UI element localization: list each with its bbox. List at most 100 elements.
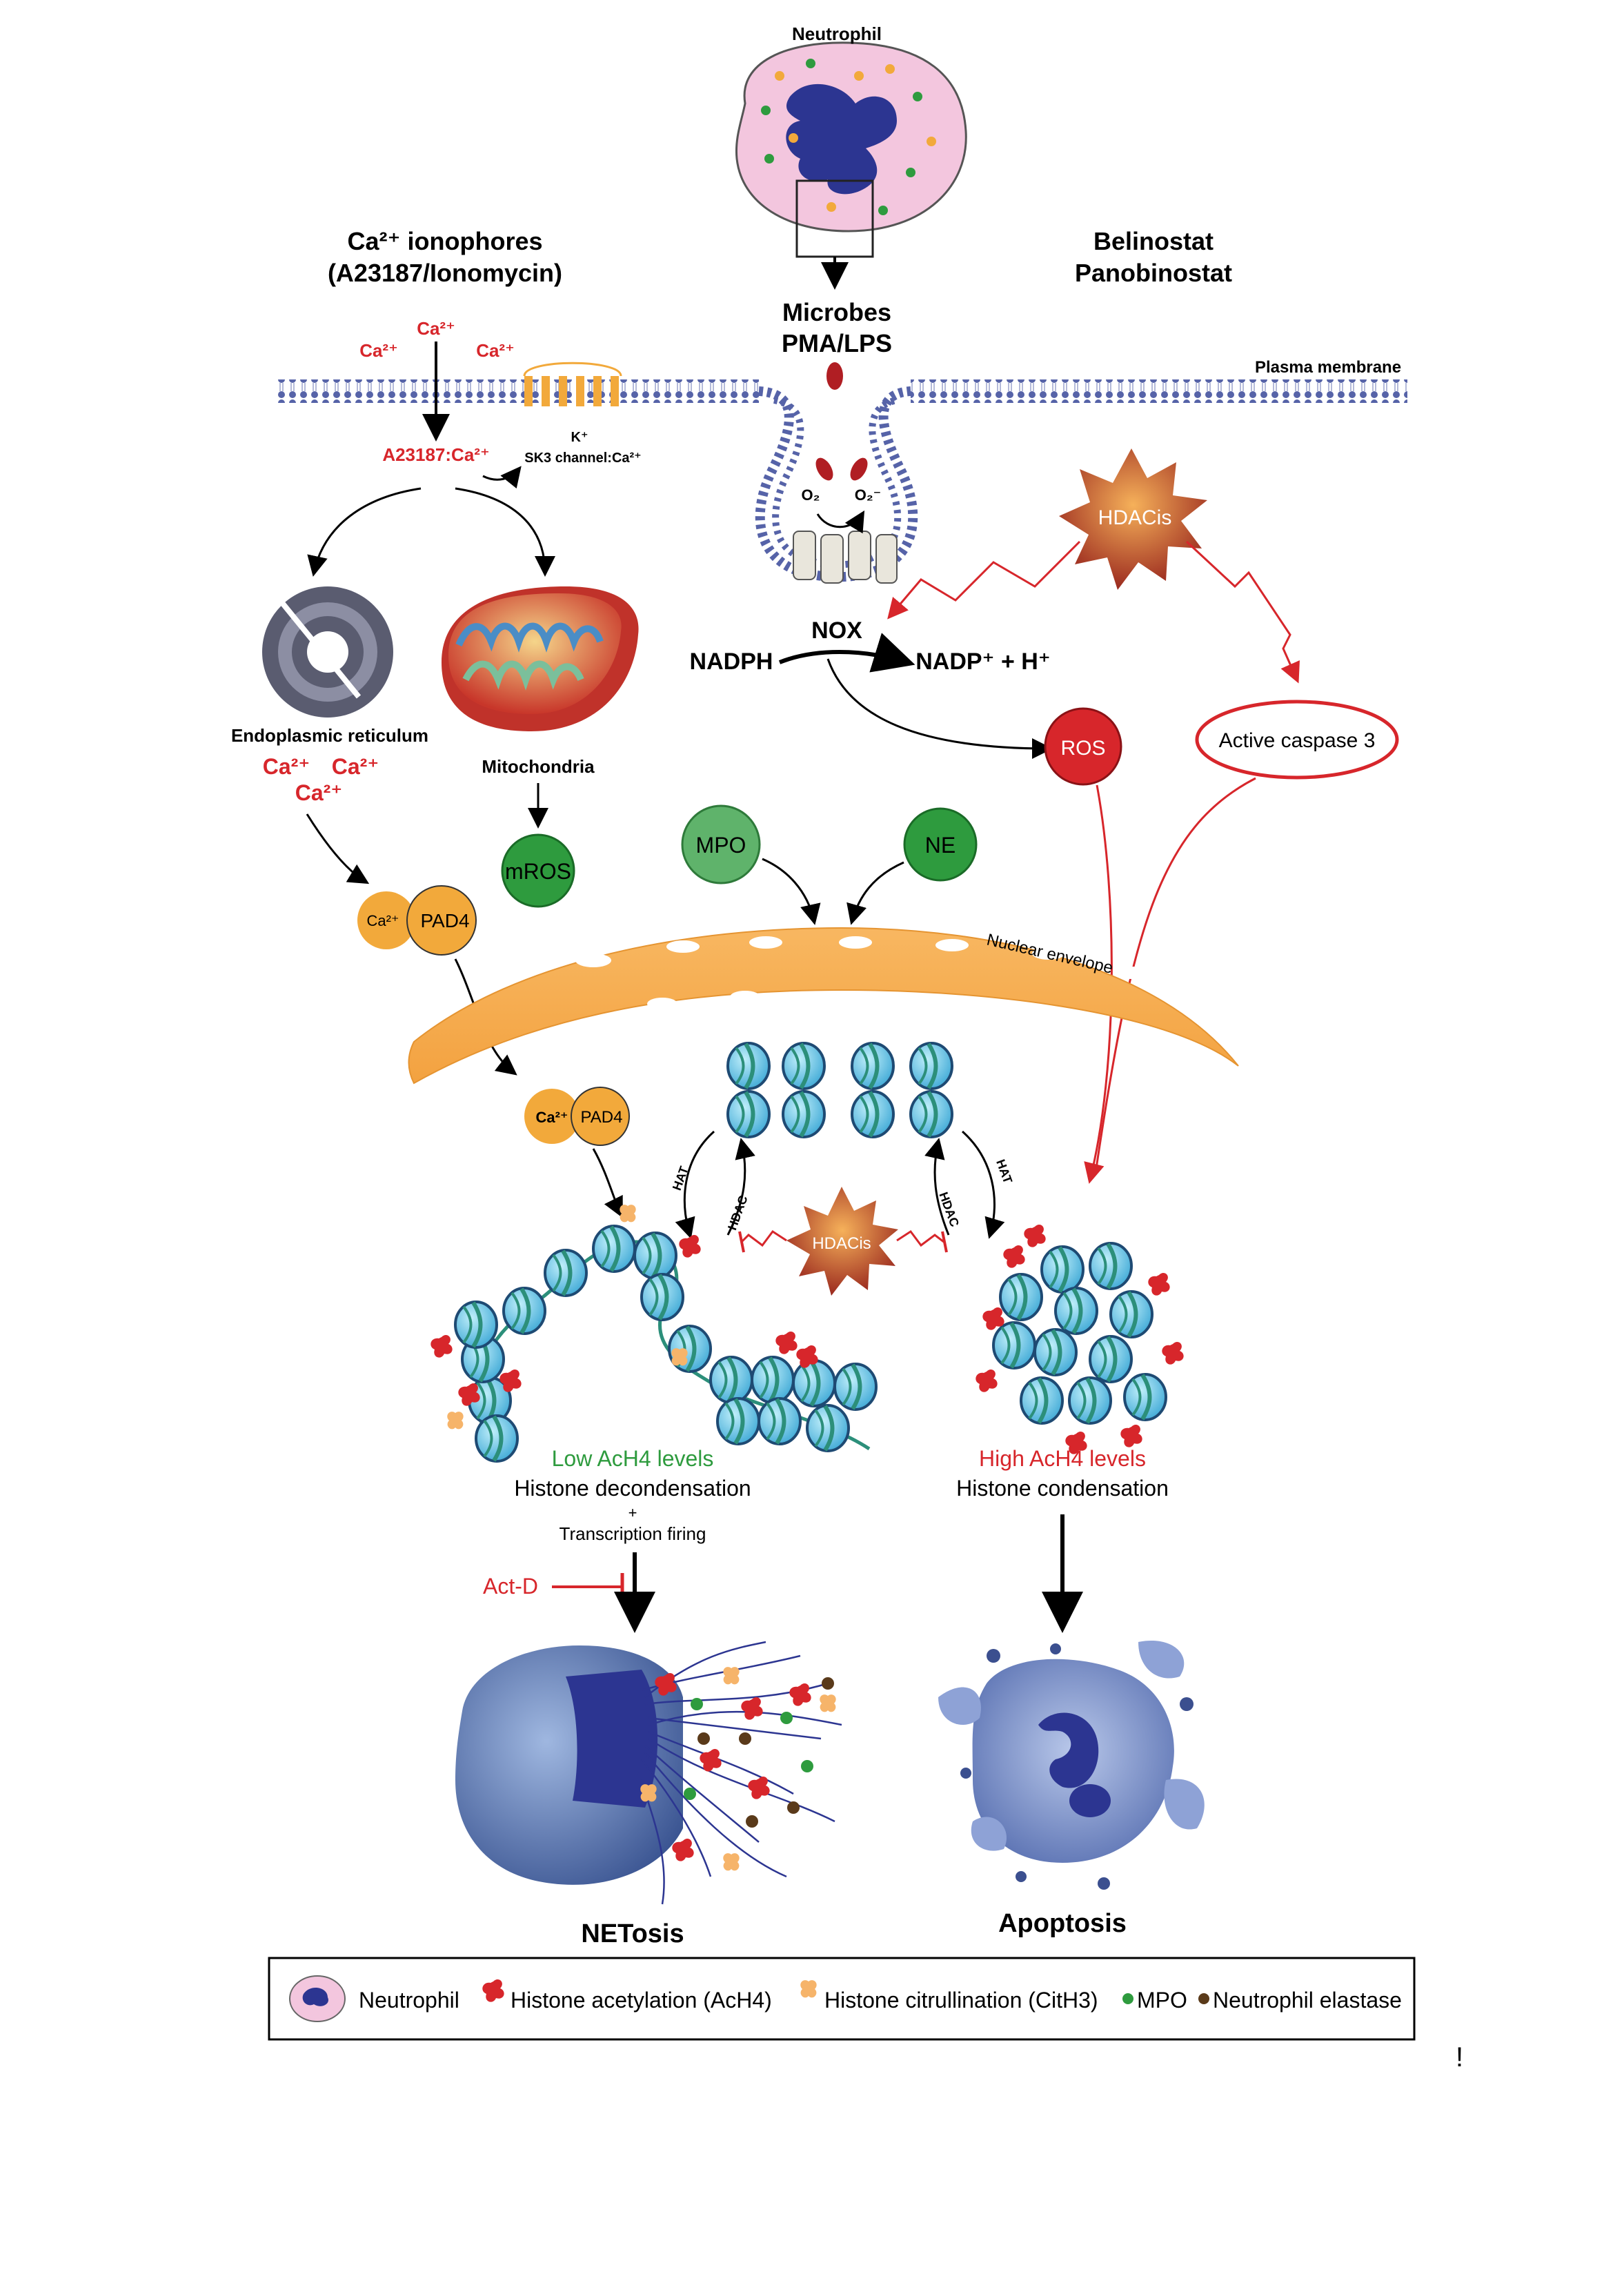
- pad4-label: PAD4: [420, 910, 469, 931]
- arrow-ca-to-pad4: [306, 813, 370, 884]
- er-ca-1: Ca²⁺: [263, 754, 310, 779]
- stimuli-line2: PMA/LPS: [782, 329, 892, 357]
- inhibit-right: [896, 1229, 944, 1247]
- arrow-hdacis-to-nox: [887, 540, 1081, 620]
- neutrophil-title: Neutrophil: [792, 23, 882, 44]
- legend-elastase: Neutrophil elastase: [1213, 1988, 1402, 2013]
- ca-ion-3: Ca²⁺: [476, 340, 515, 361]
- apoptosis-label: Apoptosis: [998, 1909, 1127, 1938]
- inhibit-left: [740, 1229, 787, 1247]
- arrow-hdac-right: [924, 1138, 950, 1236]
- arrow-hdac-left: [726, 1138, 755, 1236]
- chromatin-center: [728, 1043, 952, 1137]
- pad4-inner-ca: Ca²⁺: [535, 1109, 568, 1126]
- plasma-membrane: [276, 362, 1407, 582]
- hat-right-label: HAT: [993, 1158, 1015, 1185]
- histone-decond-label: Histone decondensation: [514, 1476, 751, 1501]
- pad4-circle: [406, 885, 477, 956]
- mpo-label: MPO: [696, 833, 746, 858]
- nox-label: NOX: [811, 617, 862, 644]
- arrow-to-ros: [826, 658, 1053, 759]
- low-ach4-label: Low AcH4 levels: [552, 1446, 714, 1471]
- hdacis-star-center: [786, 1187, 898, 1296]
- ros-particle-2: [850, 457, 868, 481]
- apoptosis-cell: [938, 1641, 1205, 1890]
- legend-citrullination: Histone citrullination (CitH3): [824, 1988, 1098, 2013]
- legend-mpo: MPO: [1137, 1988, 1187, 2013]
- ca-ion-1: Ca²⁺: [359, 340, 398, 361]
- er-ca-3: Ca²⁺: [295, 780, 342, 805]
- stimuli-line1: Microbes: [782, 298, 891, 326]
- neutrophil-cell: [735, 41, 967, 258]
- stimulus-particle: [826, 362, 843, 390]
- inhibit-left-bar: [738, 1231, 745, 1253]
- ne-label: NE: [925, 833, 955, 858]
- hat-left-label: HAT: [670, 1165, 691, 1192]
- arrow-to-er: [307, 487, 422, 577]
- endoplasmic-reticulum: [262, 586, 393, 718]
- legend-neutrophil: Neutrophil: [359, 1988, 459, 2013]
- mito-label: Mitochondria: [482, 756, 595, 777]
- act-d-label: Act-D: [483, 1574, 538, 1599]
- pad4-inner-circle: [571, 1087, 630, 1146]
- pad4-ca-circle: [357, 891, 415, 949]
- plasma-membrane-label: Plasma membrane: [1255, 358, 1401, 377]
- chromatin-decondensed: [430, 1205, 876, 1461]
- arrow-o2: [816, 510, 865, 534]
- hdac-left-label: HDAC: [725, 1194, 751, 1232]
- arrow-pad4-to-chromatin: [592, 1148, 623, 1218]
- hdaci-drugs-line1: Belinostat: [1093, 227, 1214, 255]
- mros-label: mROS: [505, 859, 571, 884]
- a23187-complex: A23187:Ca²⁺: [382, 444, 489, 465]
- arrow-caspase-to-chromatin: [1094, 777, 1256, 1174]
- caspase-oval: [1195, 700, 1399, 780]
- ros-particle-1: [815, 457, 833, 481]
- high-ach4-label: High AcH4 levels: [979, 1446, 1146, 1471]
- hdacis-star-top: [1059, 448, 1207, 590]
- caspase-label: Active caspase 3: [1219, 729, 1376, 752]
- ca-ion-2: Ca²⁺: [417, 318, 455, 339]
- er-label: Endoplasmic reticulum: [231, 725, 428, 746]
- nuclear-envelope: [408, 927, 1239, 1085]
- arrow-mpo: [762, 858, 821, 925]
- arrow-hat-left: [675, 1130, 715, 1239]
- hdacis-center-label: HDACis: [812, 1234, 871, 1253]
- stray-mark: !: [1456, 2042, 1463, 2073]
- arrow-to-mito: [455, 487, 555, 577]
- mitochondria: [442, 586, 639, 731]
- hdaci-drugs-line2: Panobinostat: [1075, 259, 1232, 287]
- plus-label: +: [628, 1504, 637, 1521]
- o2-minus-label: O₂⁻: [855, 486, 882, 504]
- arrow-to-sk3: [482, 466, 522, 489]
- chromatin-condensed: [976, 1225, 1184, 1454]
- pad4-ca-inner-circle: [524, 1089, 580, 1144]
- mros-circle: [501, 833, 575, 908]
- sk3-channel-label: SK3 channel:Ca²⁺: [524, 451, 641, 466]
- netosis-cell: [455, 1641, 842, 1905]
- netosis-label: NETosis: [581, 1919, 684, 1948]
- transcription-label: Transcription firing: [560, 1523, 706, 1544]
- er-ca-2: Ca²⁺: [332, 754, 379, 779]
- ionophores-line1: Ca²⁺ ionophores: [347, 227, 542, 255]
- mpo-circle: [681, 804, 761, 884]
- ionophores-line2: (A23187/Ionomycin): [328, 259, 562, 287]
- arrow-hat-right: [962, 1130, 1005, 1239]
- hdacis-top-label: HDACis: [1098, 506, 1172, 529]
- pad4-ca-label: Ca²⁺: [366, 912, 399, 929]
- histone-cond-label: Histone condensation: [956, 1476, 1169, 1501]
- legend: [268, 1957, 1416, 2041]
- ros-circle: [1044, 707, 1122, 786]
- legend-acetylation: Histone acetylation (AcH4): [511, 1988, 772, 2013]
- pad4-inner-label: PAD4: [581, 1108, 623, 1127]
- k-ion: K⁺: [571, 430, 588, 445]
- ros-label: ROS: [1060, 737, 1105, 760]
- inhibit-right-bar: [941, 1231, 948, 1253]
- nox-complex: [793, 531, 898, 584]
- ne-circle: [903, 807, 978, 882]
- arrow-hdacis-to-caspase: [1185, 540, 1300, 684]
- nadph-label: NADPH: [690, 649, 773, 675]
- o2-label: O₂: [802, 486, 820, 504]
- arrow-nadph: [778, 633, 915, 673]
- nadp-label: NADP⁺ + H⁺: [915, 649, 1051, 675]
